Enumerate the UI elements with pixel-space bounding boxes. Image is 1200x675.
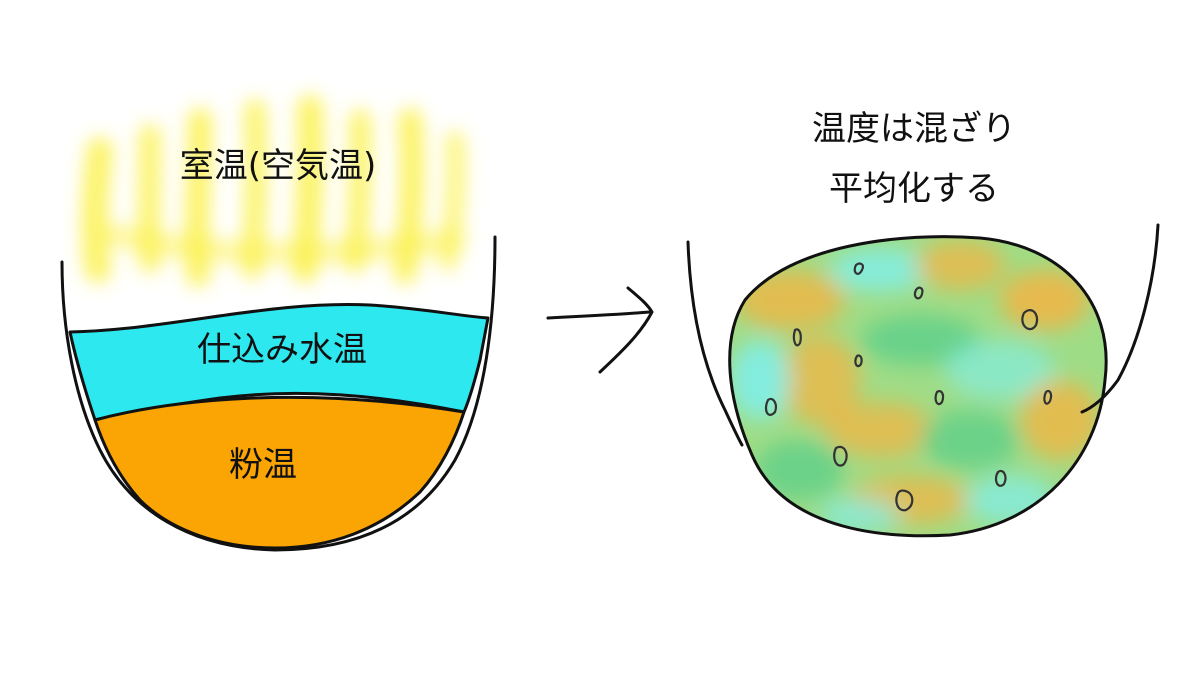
left-bowl-outline bbox=[60, 235, 497, 552]
room-air-haze bbox=[81, 95, 466, 287]
flour-layer bbox=[93, 395, 466, 550]
right-bowl-diagram: 温度は混ざり 平均化する bbox=[686, 109, 1160, 538]
flour-temperature-label: 粉温 bbox=[229, 445, 297, 485]
room-temperature-label: 室温(空気温) bbox=[180, 146, 377, 186]
mixed-dough bbox=[729, 236, 1107, 536]
mixed-dough-outline bbox=[728, 235, 1108, 538]
water-temperature-label: 仕込み水温 bbox=[197, 330, 367, 370]
right-bowl-right-edge bbox=[1080, 223, 1160, 414]
left-bowl-diagram: 室温(空気温) 仕込み水温 粉温 bbox=[60, 95, 497, 552]
right-bowl-left-edge bbox=[686, 240, 744, 447]
caption-line-1: 温度は混ざり bbox=[812, 109, 1016, 149]
caption-line-2: 平均化する bbox=[829, 169, 999, 209]
arrow-icon bbox=[546, 286, 654, 374]
